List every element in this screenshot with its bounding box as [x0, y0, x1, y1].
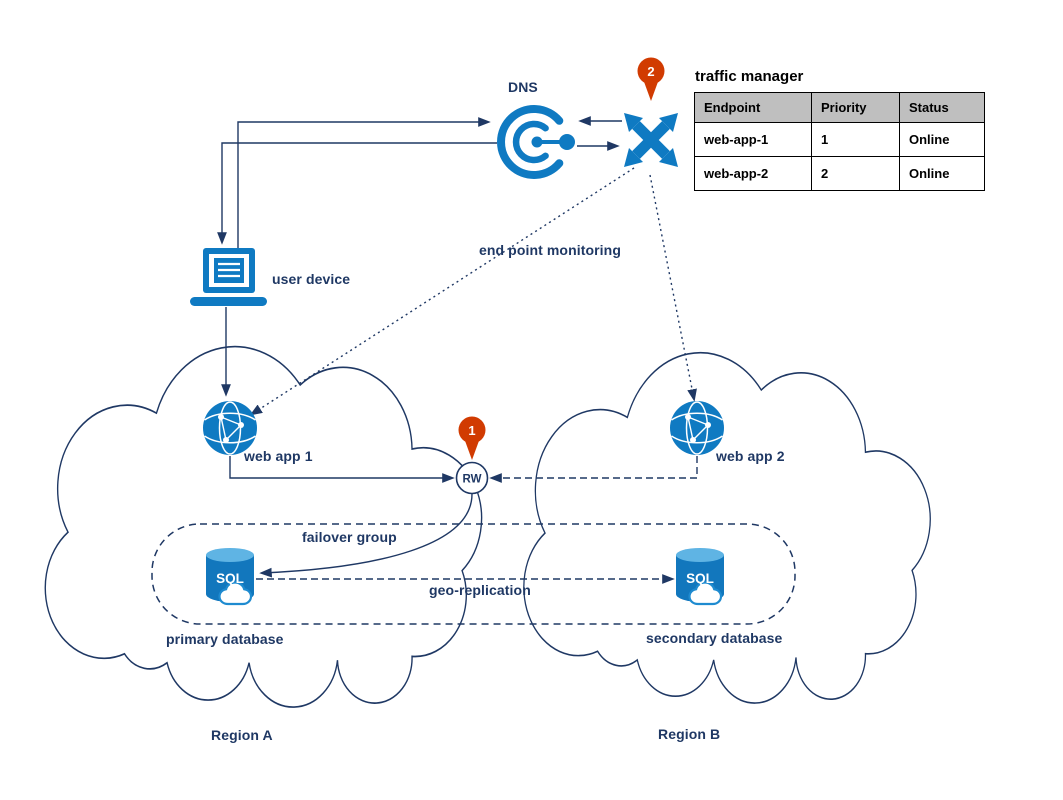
region-a-cloud [44, 345, 483, 708]
primary-database-label: primary database [166, 631, 284, 647]
arrow-rw-to-primary-sql [259, 493, 473, 578]
rw-label: RW [463, 474, 482, 486]
endpoint-cell: web-app-2 [694, 156, 812, 191]
secondary-database-label: secondary database [646, 630, 783, 646]
status-cell: Online [899, 122, 985, 157]
col-header-endpoint: Endpoint [694, 92, 812, 123]
pin-2-number: 2 [647, 64, 654, 79]
user-device-label: user device [272, 271, 351, 287]
arrow-user-device-to-dns [237, 117, 491, 249]
table-row-web-app-1: web-app-1 1 Online [694, 122, 985, 157]
dns-icon [497, 105, 575, 179]
secondary-sql-label: SQL [686, 571, 714, 586]
monitoring-line-web-app-1 [249, 167, 635, 416]
traffic-manager-panel: traffic manager Endpoint Priority Status… [694, 68, 985, 191]
web-app-1-icon [202, 400, 258, 456]
col-header-priority: Priority [811, 92, 900, 123]
table-header-row: Endpoint Priority Status [694, 92, 985, 123]
table-row-web-app-2: web-app-2 2 Online [694, 156, 985, 191]
arrow-web-app-1-to-rw [229, 456, 455, 483]
status-cell: Online [899, 156, 985, 191]
region-a-label: Region A [211, 727, 273, 743]
rw-node: RW [455, 461, 489, 495]
primary-sql-label: SQL [216, 571, 244, 586]
dashed-web-app-2-to-rw [489, 456, 698, 483]
pin-1-badge: 1 [458, 416, 486, 460]
region-b-label: Region B [658, 726, 721, 742]
pin-2-badge: 2 [637, 57, 665, 101]
failover-group-label: failover group [302, 529, 397, 545]
traffic-manager-icon [624, 113, 678, 167]
traffic-manager-title: traffic manager [695, 68, 804, 85]
failover-group-boundary [151, 523, 796, 625]
dns-label: DNS [508, 79, 538, 95]
priority-cell: 1 [811, 122, 900, 157]
col-header-status: Status [899, 92, 985, 123]
web-app-2-label: web app 2 [716, 448, 785, 464]
web-app-2-icon [669, 400, 725, 456]
arrow-dns-to-user-device [217, 142, 497, 245]
user-device-icon [190, 248, 267, 306]
region-b-cloud [523, 351, 932, 704]
endpoint-monitoring-label: end point monitoring [479, 242, 621, 258]
endpoint-cell: web-app-1 [694, 122, 812, 157]
geo-replication-label: geo-replication [429, 582, 531, 598]
web-app-1-label: web app 1 [244, 448, 313, 464]
priority-cell: 2 [811, 156, 900, 191]
pin-1-number: 1 [468, 423, 475, 438]
traffic-manager-table: Endpoint Priority Status web-app-1 1 Onl… [694, 92, 985, 191]
